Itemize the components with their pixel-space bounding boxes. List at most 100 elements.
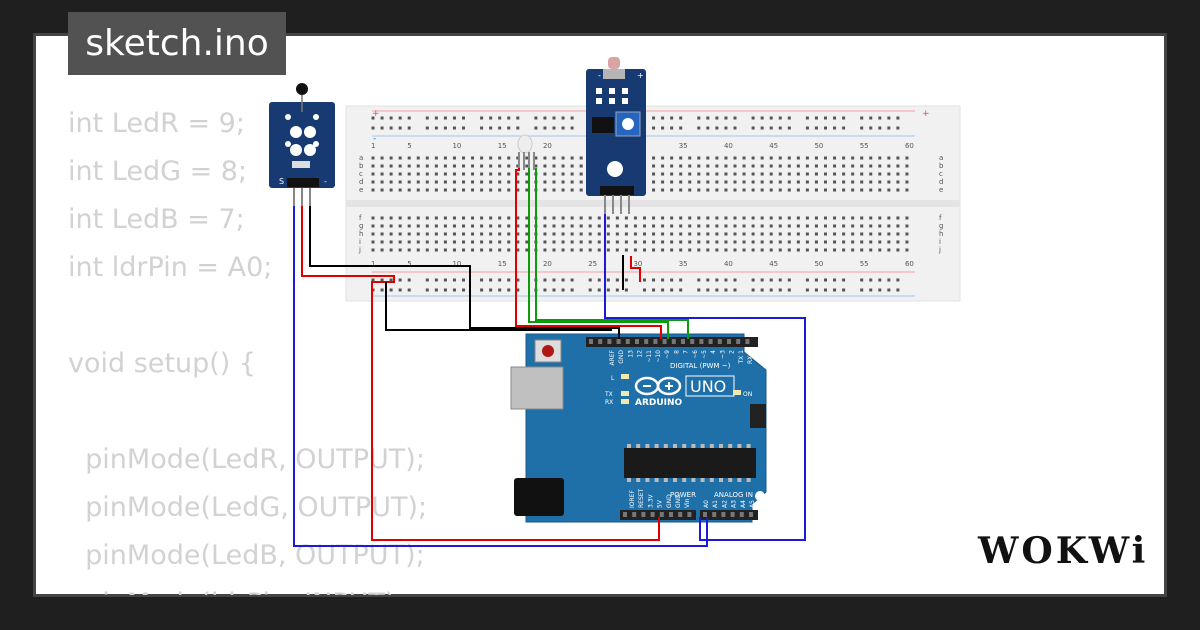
arduino-pin-label: A4 — [740, 500, 747, 508]
breadboard-col-number: 1 — [371, 142, 375, 150]
breadboard[interactable]: + + - 1510152025303540455055601510152025… — [345, 105, 961, 302]
code-line: pinMode(ldrPin, INPUT); — [68, 580, 488, 595]
power-header — [620, 510, 696, 520]
led-l-label: L — [611, 375, 615, 382]
arduino-pin-label: A0 — [703, 500, 710, 508]
mounting-hole-top — [755, 348, 763, 356]
led-on — [733, 390, 741, 395]
rgb-led-lens — [517, 134, 533, 154]
code-line: int LedB = 7; — [68, 204, 245, 235]
arduino-pin-label: RESET — [638, 488, 645, 508]
breadboard-row-letter: i — [359, 238, 361, 246]
thermistor-bead — [296, 83, 308, 95]
arduino-pin-label: GND — [618, 350, 625, 364]
wire-ldr-a0[interactable] — [604, 214, 806, 541]
ldr-photoresistor — [608, 57, 620, 69]
wire-led-blue-7[interactable] — [535, 168, 689, 339]
arduino-pin-label: AREF — [609, 349, 616, 365]
wire-led-red-9[interactable] — [515, 168, 662, 339]
breadboard-col-number: 40 — [724, 142, 733, 150]
breadboard-row-letter: c — [939, 170, 943, 178]
rgb-led-legs — [518, 152, 535, 170]
breadboard-holes — [371, 116, 909, 292]
reset-button-cap[interactable] — [542, 345, 554, 357]
arduino-pin-label: ~6 — [692, 350, 699, 359]
thermistor-pin-minus: - — [324, 177, 327, 186]
wire-vcc-5v[interactable] — [301, 206, 660, 541]
breadboard-row-letter: e — [939, 186, 943, 194]
breadboard-row-letter: c — [359, 170, 363, 178]
arduino-pin-label: 12 — [637, 350, 644, 358]
code-line: int LedG = 8; — [68, 156, 248, 187]
arduino-text: ARDUINO — [635, 398, 683, 408]
digital-label: DIGITAL (PWM ~) — [670, 362, 731, 370]
wire-ldr-vcc[interactable] — [630, 256, 641, 282]
breadboard-col-number: 1 — [371, 260, 375, 268]
thermistor-pin-header — [287, 178, 319, 187]
arduino-pin-label: A5 — [749, 500, 756, 508]
breadboard-row-letter: d — [939, 178, 943, 186]
code-line: int LedR = 9; — [68, 108, 245, 139]
ldr-pin-label: + — [637, 71, 644, 80]
arduino-pin-label: GND — [675, 494, 682, 508]
wires[interactable] — [293, 168, 806, 547]
rgb-led[interactable] — [517, 134, 535, 170]
arduino-pin-label: A2 — [721, 500, 728, 508]
breadboard-col-number: 5 — [407, 260, 411, 268]
ldr-sensor-icon — [603, 69, 625, 79]
arduino-pin-label: 2 — [729, 350, 736, 354]
ldr-pot-knob[interactable] — [622, 118, 634, 130]
arduino-logo-icon — [634, 376, 682, 396]
rail-minus-label: - — [373, 134, 376, 144]
wire-led-green-8[interactable] — [528, 168, 669, 339]
breadboard-col-number: 45 — [769, 142, 778, 150]
arduino-pin-label: ~5 — [701, 350, 708, 359]
breadboard-row-letter: i — [939, 238, 941, 246]
analog-label: ANALOG IN — [714, 491, 753, 499]
breadboard-col-number: 30 — [633, 260, 642, 268]
code-line: int ldrPin = A0; — [68, 252, 273, 283]
breadboard-row-letter: g — [359, 222, 363, 230]
breadboard-col-number: 55 — [860, 260, 869, 268]
thermistor-pin-s: S — [279, 177, 284, 186]
wire-gnd-thermistor[interactable] — [309, 206, 620, 339]
breadboard-row-letter: a — [359, 154, 363, 162]
breadboard-col-number: 15 — [498, 260, 507, 268]
arduino-pin-label: A1 — [712, 500, 719, 508]
code-line: pinMode(LedG, OUTPUT); — [68, 492, 428, 523]
atmega-chip — [624, 448, 756, 478]
breadboard-row-letter: h — [359, 230, 363, 238]
arduino-pin-label: 7 — [683, 350, 690, 354]
breadboard-row-letter: d — [359, 178, 363, 186]
wire-gnd-rail[interactable] — [385, 282, 612, 331]
breadboard-col-number: 10 — [452, 260, 461, 268]
breadboard-col-number: 35 — [679, 260, 688, 268]
breadboard-row-letter: h — [939, 230, 943, 238]
breadboard-col-number: 50 — [814, 260, 823, 268]
wire-thermistor-a1[interactable] — [293, 206, 708, 547]
arduino-pin-label: ~10 — [655, 350, 662, 363]
ldr-pin-header — [600, 186, 634, 195]
ldr-legs — [604, 195, 630, 214]
code-editor[interactable]: int LedR = 9; int LedG = 8; int LedB = 7; i… — [68, 100, 488, 595]
breadboard-row-letter: j — [358, 246, 361, 254]
usb-port — [510, 366, 564, 410]
ldr-module[interactable]: -+ — [586, 57, 646, 214]
led-rx-label: RX — [605, 399, 613, 406]
arduino-pin-label: ~11 — [646, 350, 653, 363]
file-tab[interactable]: sketch.ino — [68, 12, 286, 75]
arduino-pin-label: 3.3V — [647, 493, 654, 508]
breadboard-col-number: 50 — [814, 142, 823, 150]
mounting-hole — [755, 491, 765, 501]
thermistor-module[interactable]: S - — [269, 83, 335, 206]
led-tx — [621, 391, 629, 396]
arduino-pin-label: TX 1 — [738, 350, 745, 365]
ldr-led — [607, 161, 623, 177]
wokwi-logo: WOKWi — [978, 528, 1148, 574]
ldr-comparator-chip — [592, 117, 614, 133]
breadboard-col-number: 45 — [769, 260, 778, 268]
power-label: POWER — [670, 491, 696, 499]
